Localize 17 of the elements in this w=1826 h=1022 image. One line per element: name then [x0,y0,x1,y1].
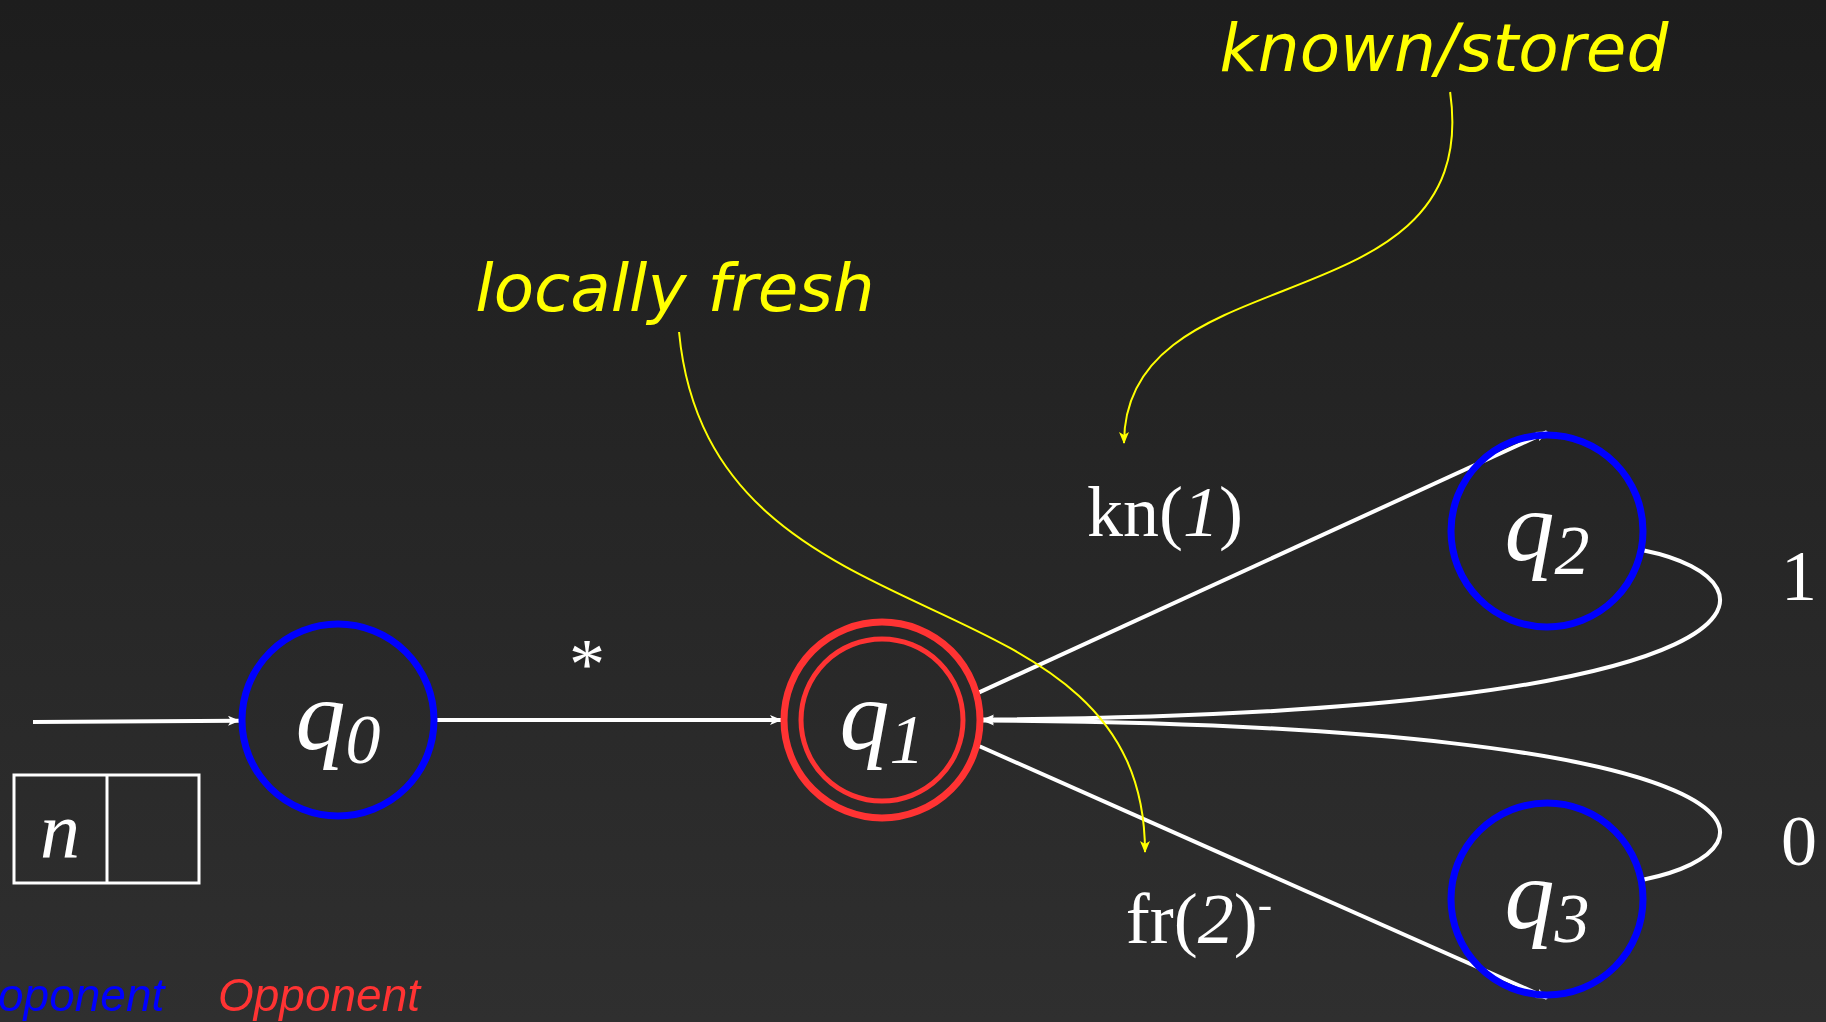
annotation-text: locally fresh [440,246,910,332]
annotation-text: known/stored [1184,6,1704,92]
edge-label: 1 [1781,540,1817,612]
leader-arrow [678,331,1149,853]
cell-label: n [40,790,80,870]
state-circle: q$_{0}$ [238,620,438,820]
transition-arrow [437,715,782,725]
transition-arrow [982,715,1721,882]
edge-label: 0 [1781,805,1817,877]
leader-arrow [1120,91,1452,444]
transition-arrow [978,744,1548,1000]
edge-label: * [569,628,605,700]
start-arrow [33,715,240,726]
accepting-state-circle: q$_{1}$ [780,618,984,822]
state-circle: q$_{2}$ [1447,431,1647,631]
transition-arrow [978,430,1548,695]
state-circle: q$_{3}$ [1447,799,1647,999]
